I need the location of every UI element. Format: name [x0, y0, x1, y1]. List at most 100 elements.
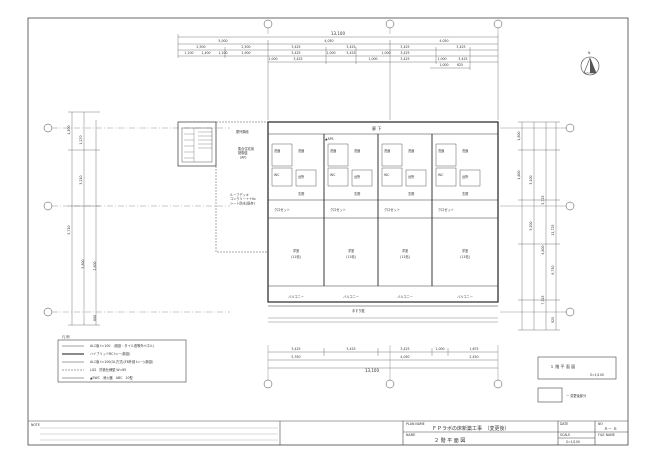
grid-bubble — [385, 379, 395, 389]
legend-items: ALC版 t=100 (既設・タイル張等外ペネル)ハイブリッドRC t=ー(新設… — [62, 343, 154, 380]
entrance-label: 玄関 — [354, 191, 360, 196]
wet-areas — [268, 199, 498, 287]
tb-no-value: Ａ－ ６ — [604, 426, 617, 431]
dim-label: 3,425 — [400, 45, 409, 49]
dim-label: 3,425 — [291, 51, 300, 55]
dim-label: 3,425 — [458, 57, 467, 61]
dim-label: 3,425 — [346, 347, 355, 351]
tb-project: ＦＰラボの床新築工事 （変更後） — [432, 425, 510, 432]
tb-note-label: NOTE — [31, 423, 40, 427]
toilet-block — [271, 167, 293, 187]
western-room-size: (11帖) — [346, 254, 356, 259]
roof-deck — [215, 121, 269, 253]
dim-label: 5,350 — [291, 355, 300, 359]
dim-label: 3,425 — [400, 57, 409, 61]
tb-name-label: NAME — [406, 433, 415, 437]
toilet-block — [381, 167, 403, 187]
dim-label: 3,425 — [346, 45, 355, 49]
dim-label: 3,200 — [529, 221, 533, 230]
grid-bubble — [565, 201, 575, 211]
dim-label: 1,270 — [79, 135, 83, 144]
dim-label: 3,425 — [291, 45, 300, 49]
stamp-scale: S=1/100 — [590, 373, 604, 377]
wash-room-label: 洗面 — [438, 148, 444, 153]
western-room-label: 洋室 — [462, 248, 468, 253]
balcony-band — [268, 301, 498, 307]
grid-bubbles-top — [43, 19, 575, 389]
kitchen-label: 台所 — [298, 174, 305, 179]
dim-label: 1,900 — [241, 51, 250, 55]
bottom-dimension-lines — [268, 348, 498, 369]
kitchen-block — [351, 169, 373, 187]
entrance-label: 玄関 — [462, 191, 468, 196]
closet-label: クロゼット — [330, 207, 346, 212]
grid-bubble — [385, 19, 395, 29]
legend-box: 凡 例 — [57, 334, 187, 383]
dim-label: 1,100 — [218, 51, 227, 55]
dim-label: 1,000 — [435, 347, 444, 351]
dim-label: 3,425 — [400, 51, 409, 55]
dim-label: 3,100 — [529, 175, 533, 184]
tb-scale: S=1/100 — [566, 440, 580, 444]
dim-label: 1,000 — [326, 51, 335, 55]
dim-label: 1,675 — [469, 347, 478, 351]
bathroom-block — [381, 143, 403, 167]
bathroom-block — [327, 143, 349, 167]
dim-label: 3,425 — [291, 347, 300, 351]
stamp-title: １ 階 平 面 図 — [550, 363, 575, 369]
western-room-size: (11帖) — [291, 254, 301, 259]
grid-bubble — [565, 307, 575, 317]
north-arrow: N — [580, 51, 600, 76]
changed-legend-label: ー 変更後部分 — [566, 393, 587, 398]
dim-label: 3,425 — [400, 347, 409, 351]
closet-label: クロゼット — [384, 207, 400, 212]
aps-label: ▲APS — [325, 137, 334, 141]
dim-label: 5,710 — [67, 225, 71, 234]
dim-label: 4,050 — [400, 355, 409, 359]
legend-item: ▲EWC 消火器 ABC 10型 — [90, 375, 134, 380]
dim-label: 3,210 — [79, 175, 83, 184]
dim-label: 1,400 — [201, 51, 210, 55]
compass-label: N — [588, 51, 591, 55]
wash-room-label: 洗面 — [298, 148, 304, 153]
western-room-label: 洋室 — [402, 248, 408, 253]
dim-top-overall: 13,100 — [331, 31, 345, 36]
wash-room-label: 洗面 — [330, 148, 336, 153]
tb-plan-label: PLAN NAME — [406, 422, 425, 426]
tb-file-label: FILE NAME — [598, 433, 615, 437]
grid-bubble — [43, 307, 53, 317]
dim-label: 2,450 — [469, 355, 478, 359]
dim-right: 1,8001,6003,1003,2004,8005,7257,32511,72… — [517, 131, 555, 323]
western-room-size: (11帖) — [400, 254, 410, 259]
western-room-size: (11帖) — [460, 254, 470, 259]
tb-date-label: DATE — [560, 422, 568, 426]
dim-label: 2,800 — [93, 261, 97, 270]
stair-treads — [184, 128, 212, 162]
dim-label: 1,600 — [517, 170, 521, 179]
tb-sheet-title: ２ 階 平 面 図 — [434, 437, 465, 444]
wash-room-label: 洗面 — [384, 148, 390, 153]
dim-label: 1,500 — [67, 125, 71, 134]
toilet-block — [435, 167, 457, 187]
wash-room-label: 洗面 — [274, 148, 280, 153]
legend-item: LGS 防音仕様壁 W=65 — [90, 367, 126, 372]
bathroom-block — [271, 143, 293, 167]
kitchen-block — [405, 169, 427, 187]
dim-label: 1,000 — [368, 57, 377, 61]
tb-scale-label: SCALE — [560, 433, 570, 437]
kitchen-block — [295, 169, 317, 187]
toilet-label: WC — [330, 173, 336, 177]
legend-title: 凡 例 — [62, 334, 69, 339]
dim-label: 925 — [551, 317, 555, 323]
